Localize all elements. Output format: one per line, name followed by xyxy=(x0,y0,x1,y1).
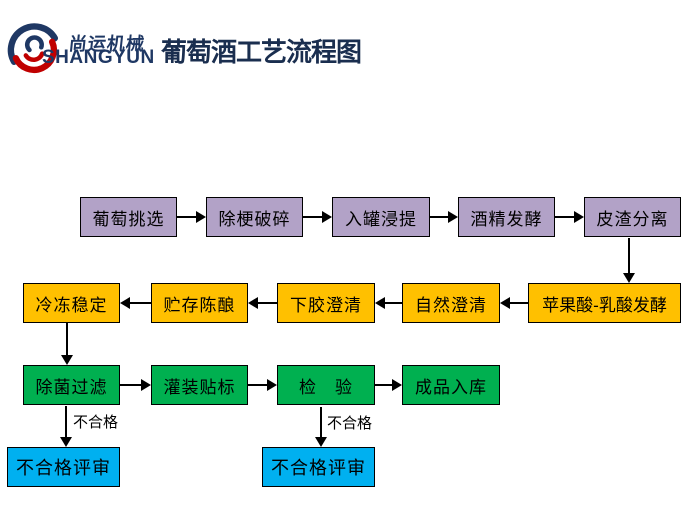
flow-arrow-left-icon xyxy=(120,297,151,309)
reject-review-box-left: 不合格评审 xyxy=(7,447,120,487)
step-cold-stabilization: 冷冻稳定 xyxy=(23,283,120,323)
edge-label-reject-left: 不合格 xyxy=(73,414,119,431)
flow-arrow-left-icon xyxy=(500,297,528,309)
step-malolactic-fermentation: 苹果酸-乳酸发酵 xyxy=(528,283,681,323)
step-sterile-filtration: 除菌过滤 xyxy=(23,365,120,405)
flow-arrow-right-icon xyxy=(177,211,206,223)
step-inspection: 检 验 xyxy=(277,365,375,405)
step-fining-clarification: 下胶澄清 xyxy=(277,283,375,323)
step-destem-crush: 除梗破碎 xyxy=(206,197,303,237)
flow-arrow-down-icon xyxy=(623,238,635,283)
step-alcohol-fermentation: 酒精发酵 xyxy=(458,197,555,237)
flow-arrow-right-icon xyxy=(248,379,277,391)
step-storage-aging: 贮存陈酿 xyxy=(151,283,248,323)
flow-arrow-right-icon xyxy=(303,211,332,223)
flow-arrow-down-icon xyxy=(315,407,327,447)
company-name-en: SHANGYUN xyxy=(42,47,155,68)
step-grape-sorting: 葡萄挑选 xyxy=(80,197,177,237)
reject-review-box-right: 不合格评审 xyxy=(262,447,375,487)
step-natural-clarification: 自然澄清 xyxy=(402,283,500,323)
flow-arrow-left-icon xyxy=(375,297,402,309)
page-title: 葡萄酒工艺流程图 xyxy=(161,37,362,67)
flow-arrow-right-icon xyxy=(430,211,458,223)
flow-arrow-down-icon xyxy=(60,406,72,447)
step-finished-warehouse: 成品入库 xyxy=(402,365,500,405)
flow-arrow-left-icon xyxy=(248,297,277,309)
company-logo-swirl-icon xyxy=(7,23,59,74)
step-pomace-separation: 皮渣分离 xyxy=(584,197,681,237)
flow-arrow-right-icon xyxy=(375,379,402,391)
flow-arrow-right-icon xyxy=(555,211,584,223)
step-tank-maceration: 入罐浸提 xyxy=(332,197,430,237)
flow-arrow-right-icon xyxy=(120,379,151,391)
flow-arrow-down-icon xyxy=(61,323,73,365)
step-filling-labeling: 灌装贴标 xyxy=(151,365,248,405)
edge-label-reject-right: 不合格 xyxy=(327,415,373,432)
